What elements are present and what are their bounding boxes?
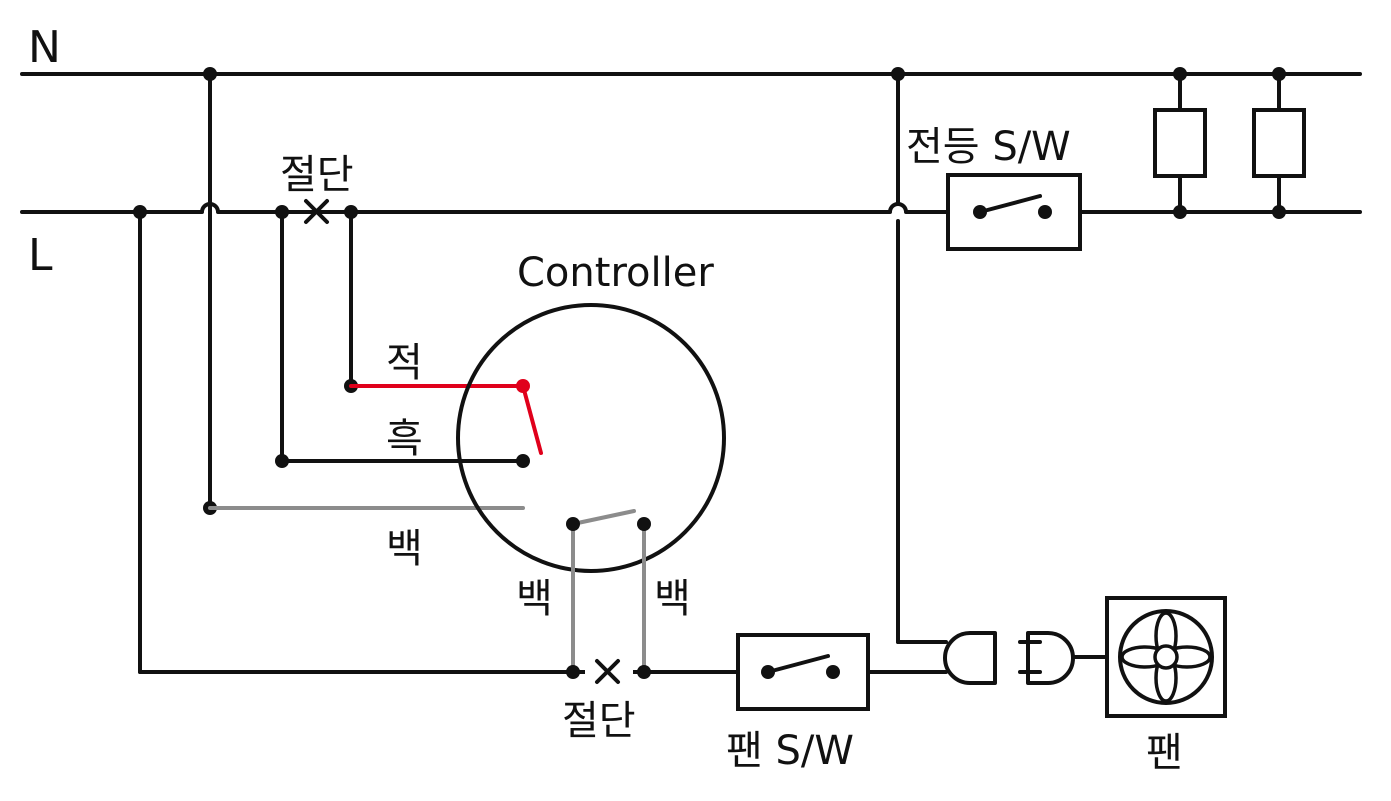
lamp-1 <box>1153 67 1207 219</box>
bottom-line-branch <box>138 665 948 679</box>
fan-label: 팬 <box>1146 730 1183 776</box>
white-wire-label-mid: 백 <box>516 576 553 622</box>
white-wire-label-left: 백 <box>386 526 423 572</box>
fan-switch-label: 팬 S/W <box>726 728 854 774</box>
cut-label-top: 절단 <box>280 152 354 198</box>
light-switch-label: 전등 S/W <box>906 124 1071 170</box>
red-wire-branch <box>344 205 543 455</box>
receptacle <box>943 631 997 685</box>
line-drop-left <box>133 205 147 674</box>
neutral-drop-left <box>203 67 217 515</box>
neutral-drop-right <box>891 67 948 644</box>
controller-label: Controller <box>517 250 714 296</box>
light-switch <box>946 173 1082 251</box>
red-wire-label: 적 <box>386 340 423 386</box>
line-bus <box>20 202 1362 214</box>
cut-mark-bottom <box>585 659 633 684</box>
black-wire-branch <box>275 205 530 468</box>
plug <box>1018 631 1109 685</box>
controller-circle <box>456 303 726 573</box>
white-wire-label-right: 백 <box>654 576 691 622</box>
cut-mark-top <box>304 199 329 224</box>
cut-label-bottom: 절단 <box>562 698 636 744</box>
fan-icon <box>1105 596 1227 718</box>
neutral-label: N <box>28 22 61 73</box>
lamp-2 <box>1252 67 1306 219</box>
controller-switch <box>566 509 651 674</box>
line-label: L <box>28 230 53 281</box>
fan-switch <box>736 633 870 711</box>
black-wire-label: 흑 <box>386 416 423 462</box>
